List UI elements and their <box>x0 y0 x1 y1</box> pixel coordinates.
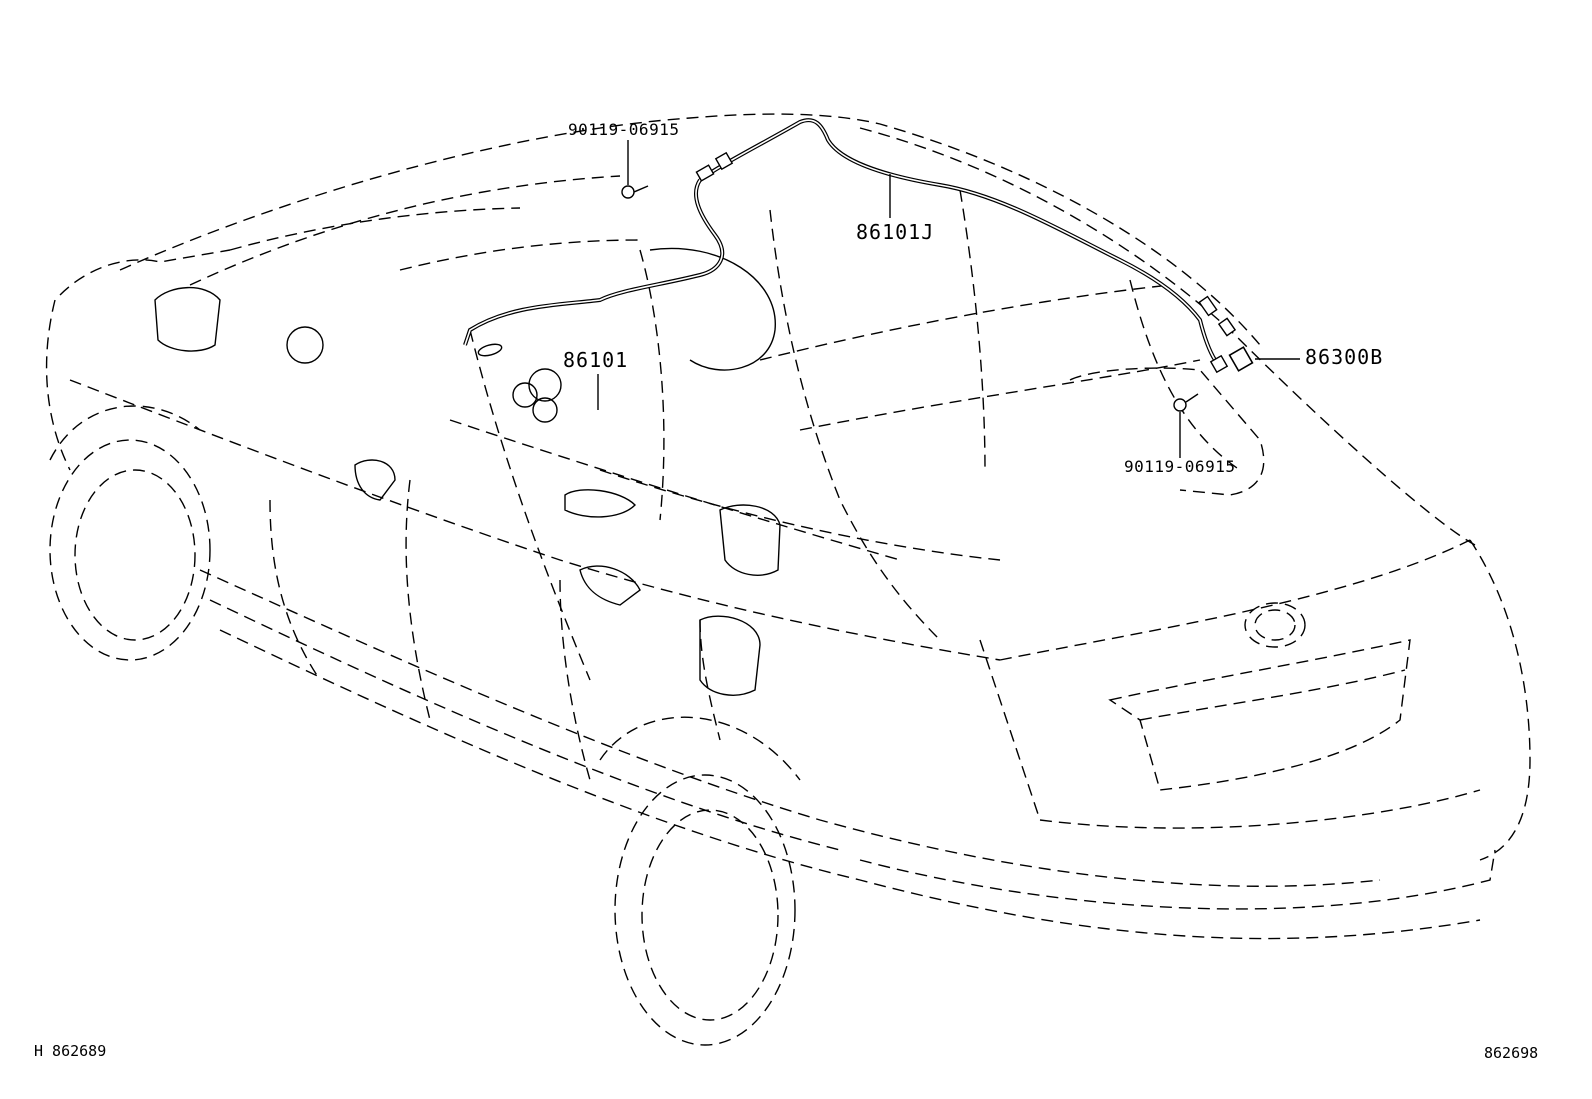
callout-amplifier: 86300B <box>1305 345 1384 369</box>
callout-bolt-rear: 90119-06915 <box>1124 457 1236 476</box>
callout-antenna-cord: 86101J <box>856 220 935 244</box>
footer-figure-code-right: 862698 <box>1484 1044 1539 1062</box>
callout-antenna-assy: 86101 <box>563 348 629 372</box>
front-wheel <box>49 405 211 661</box>
leader-lines <box>597 140 1300 458</box>
footer-figure-code-left: H 862689 <box>34 1042 107 1060</box>
connectors <box>477 151 1254 374</box>
bolt-front-icon <box>621 185 649 199</box>
car-body-outline <box>45 113 1531 940</box>
antenna-cord-wire <box>463 118 1217 362</box>
bolt-rear-icon <box>1173 393 1199 412</box>
callout-bolt-front: 90119-06915 <box>568 120 680 139</box>
interior-details <box>154 247 781 696</box>
rear-wheel <box>599 716 801 1046</box>
